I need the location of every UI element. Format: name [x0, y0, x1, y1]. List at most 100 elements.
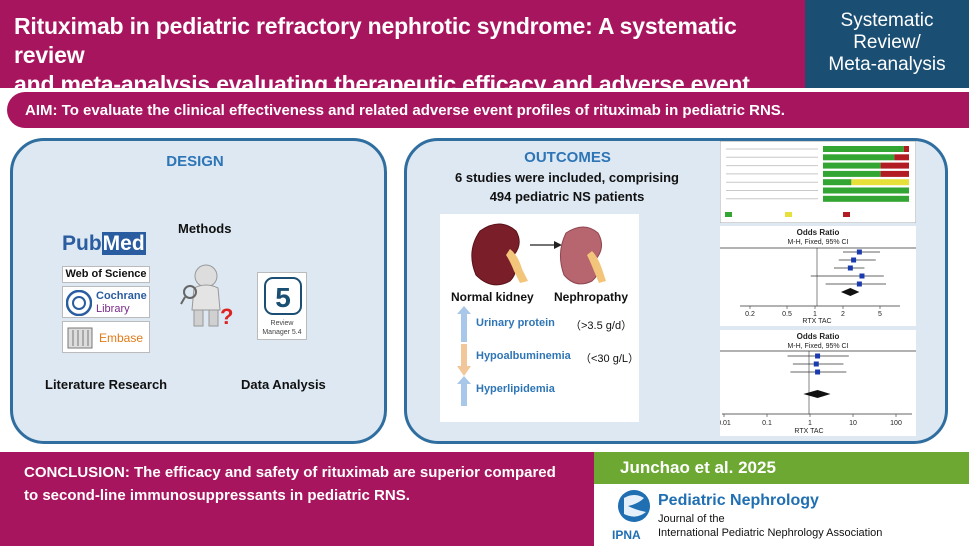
forest2-tick-label: 1	[808, 420, 812, 427]
conclusion-line-2: to second-line immunosuppressants in ped…	[24, 487, 410, 504]
bias-bar-low	[823, 154, 895, 161]
bias-bar-low	[823, 179, 852, 186]
forest1-point	[847, 265, 853, 271]
title-line-1: Rituximab in pediatric refractory nephro…	[14, 13, 737, 68]
association-text: International Pediatric Nephrology Assoc…	[658, 527, 883, 539]
bias-bar-low	[823, 170, 881, 177]
forest1-point	[859, 273, 865, 279]
outcomes-summary-1: 6 studies were included, comprising	[455, 170, 679, 185]
researcher-magnifier-icon: ?	[180, 264, 233, 329]
forest1-title: Odds Ratio	[797, 228, 840, 237]
kidney-illustration	[471, 223, 606, 286]
cochrane-logo: Cochrane Library	[62, 286, 150, 318]
embase-logo: Embase	[62, 321, 150, 353]
conclusion-banner: CONCLUSION: The efficacy and safety of r…	[0, 452, 594, 546]
svg-text:5: 5	[275, 282, 291, 313]
urinary-protein-label: Urinary protein	[476, 317, 555, 329]
legend-high-swatch	[843, 212, 850, 217]
hypoalbuminemia-value: （<30 g/L）	[580, 353, 640, 365]
cochrane-library-text: Library	[96, 303, 130, 315]
badge-line-2: Review/	[853, 32, 921, 53]
down-arrow-icon	[457, 344, 471, 376]
embase-building-icon	[67, 327, 93, 349]
cochrane-text: Cochrane	[96, 290, 147, 302]
forest1-pooled-diamond	[840, 288, 860, 296]
ipna-globe-icon	[618, 490, 650, 522]
forest1-axis-caption: RTX TAC	[802, 318, 831, 325]
svg-text:?: ?	[220, 304, 233, 329]
revman-logo: 5 Review Manager 5.4	[257, 272, 307, 340]
forest1-subtitle: M-H, Fixed, 95% CI	[787, 239, 848, 246]
risk-of-bias-chart	[720, 141, 916, 223]
revman-five-icon: 5	[264, 277, 302, 315]
data-analysis-label: Data Analysis	[241, 377, 326, 392]
arrow-right-icon	[554, 241, 562, 249]
urinary-protein-value: （>3.5 g/d）	[570, 320, 633, 332]
bias-bar-high	[880, 170, 909, 177]
revman-text-a: Review	[270, 320, 294, 327]
author-citation: Junchao et al. 2025	[594, 452, 969, 484]
forest2-point	[815, 353, 821, 359]
forest2-point	[813, 361, 819, 367]
literature-research-label: Literature Research	[45, 377, 168, 392]
methods-label: Methods	[178, 221, 232, 236]
study-type-badge: Systematic Review/ Meta-analysis	[805, 0, 969, 88]
nephropathy-label: Nephropathy	[554, 290, 629, 304]
conclusion-prefix: CONCLUSION	[24, 464, 125, 481]
hypoalbuminemia-label: Hypoalbuminemia	[476, 350, 571, 362]
forest-plot-safety: Odds Ratio M-H, Fixed, 95% CI 0.01 0.1 1 10…	[720, 330, 916, 436]
wos-text: Web of Science	[65, 268, 147, 280]
forest2-tick-label: 0.01	[720, 420, 731, 427]
bias-bar-high	[880, 162, 909, 169]
forest1-tick-label: 1	[813, 311, 817, 318]
hyperlipidemia-label: Hyperlipidemia	[476, 383, 555, 395]
bias-bar-high	[894, 154, 909, 161]
outcomes-summary-2: 494 pediatric NS patients	[489, 189, 645, 204]
forest2-title: Odds Ratio	[797, 332, 840, 341]
bias-bar-low	[823, 146, 904, 152]
journal-name: Pediatric Nephrology	[658, 492, 819, 509]
design-heading: DESIGN	[166, 153, 224, 170]
forest2-pooled-diamond	[803, 390, 831, 398]
web-of-science-logo: Web of Science	[62, 266, 150, 283]
forest1-tick-label: 5	[878, 311, 882, 318]
bias-bar-low	[823, 195, 909, 202]
bias-bar-low	[823, 187, 909, 194]
forest1-tick-label: 0.5	[782, 311, 792, 318]
badge-line-1: Systematic	[840, 10, 934, 31]
forest1-point	[851, 257, 857, 263]
revman-text-b: Manager 5.4	[262, 329, 302, 336]
up-arrow-icon	[457, 306, 471, 342]
forest2-tick-label: 0.1	[762, 420, 772, 427]
forest2-subtitle: M-H, Fixed, 95% CI	[787, 343, 848, 350]
forest2-axis-caption: RTX TAC	[794, 428, 823, 435]
ipna-text: IPNA	[612, 528, 641, 542]
pubmed-logo: PubMed	[62, 232, 146, 256]
badge-line-3: Meta-analysis	[828, 54, 946, 75]
journal-of-text: Journal of the	[658, 513, 725, 525]
legend-unclear-swatch	[785, 212, 792, 217]
aim-text: : To evaluate the clinical effectiveness…	[52, 102, 785, 119]
forest2-tick-label: 100	[890, 420, 902, 427]
forest1-point	[856, 249, 862, 255]
aim-banner: AIM: To evaluate the clinical effectiven…	[7, 92, 969, 128]
aim-prefix: AIM	[25, 102, 53, 119]
conclusion-line-1: : The efficacy and safety of rituximab a…	[124, 464, 556, 481]
forest2-tick-label: 10	[849, 420, 857, 427]
cochrane-emblem-icon	[66, 290, 92, 316]
bias-bar-high	[903, 146, 909, 152]
embase-text: Embase	[99, 331, 144, 345]
title-banner: Rituximab in pediatric refractory nephro…	[0, 0, 805, 126]
bias-bar-low	[823, 162, 881, 169]
legend-low-swatch	[725, 212, 732, 217]
outcomes-heading: OUTCOMES	[524, 149, 611, 166]
outcome-arrows	[457, 306, 471, 406]
forest1-point	[856, 281, 862, 287]
up-arrow-icon	[457, 376, 471, 406]
pubmed-logo-text-a: Pub	[62, 232, 102, 255]
normal-kidney-label: Normal kidney	[451, 290, 534, 304]
pubmed-logo-text-b: Med	[101, 232, 146, 255]
bias-bar-unclear	[851, 179, 909, 186]
forest2-point	[815, 369, 821, 375]
